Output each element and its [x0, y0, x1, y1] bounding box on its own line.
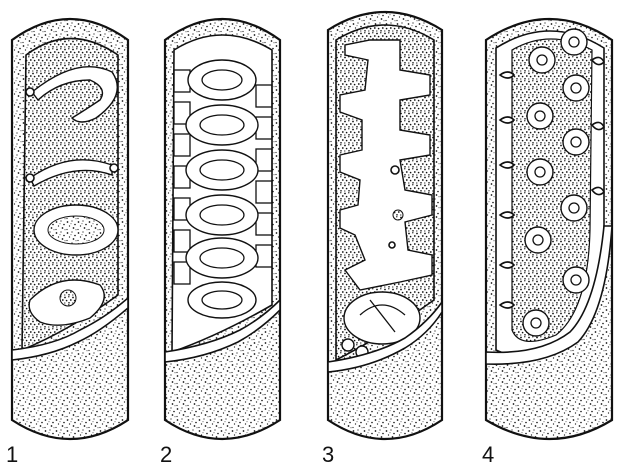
panel-1: 1 — [6, 19, 128, 467]
panel-3-label: 3 — [322, 442, 334, 467]
panel-1-peg — [110, 164, 118, 172]
panel-2: 2 — [160, 19, 280, 467]
panel-1-label: 1 — [6, 442, 18, 467]
panel-4: 4 — [482, 19, 612, 467]
panel-3-pore — [391, 166, 399, 174]
panel-3-pore — [393, 210, 403, 220]
panel-1-coil-3-inner — [48, 216, 104, 244]
panel-1-peg — [26, 174, 34, 182]
panel-3-pore — [389, 242, 395, 248]
panel-1-glomerulus — [60, 290, 76, 306]
panel-4-label: 4 — [482, 442, 494, 467]
panel-1-peg — [26, 88, 34, 96]
panel-2-label: 2 — [160, 442, 172, 467]
panel-3-lumen-small — [342, 339, 354, 351]
panel-3: 3 — [322, 12, 442, 467]
